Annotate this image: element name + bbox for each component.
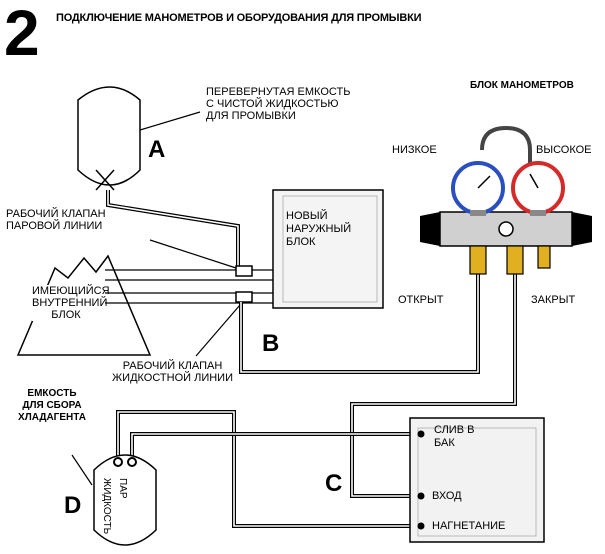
closed-label: ЗАКРЫТ [531, 294, 576, 306]
liquid-label: ЖИДКОСТЬ [101, 478, 112, 535]
flush-tank-label-line: ПЕРЕВЕРНУТАЯ ЕМКОСТЬ [206, 86, 351, 98]
discharge-label: НАГНЕТАНИЕ [432, 520, 506, 532]
drain-label: СЛИВ В БАК [434, 424, 474, 450]
flush-tank-label: ПЕРЕВЕРНУТАЯ ЕМКОСТЬ С ЧИСТОЙ ЖИДКОСТЬЮ … [206, 86, 350, 122]
step-number: 2 [4, 0, 40, 69]
flush-tank-label-line: С ЧИСТОЙ ЖИДКОСТЬЮ [206, 98, 339, 110]
low-label: НИЗКОЕ [392, 144, 437, 156]
new-outdoor-unit-label: НОВЫЙ НАРУЖНЫЙ БЛОК [286, 210, 351, 249]
vapor-valve-label-line: РАБОЧИЙ КЛАПАН [6, 208, 106, 220]
letter-b: B [262, 330, 280, 357]
vapor-valve-label: РАБОЧИЙ КЛАПАН ПАРОВОЙ ЛИНИИ [6, 208, 106, 232]
new-outdoor-unit-label-line: НАРУЖНЫЙ [286, 223, 352, 235]
inlet-label: ВХОД [432, 490, 462, 502]
indoor-unit-label: ИМЕЮЩИЙСЯ ВНУТРЕННИЙ БЛОК [32, 285, 110, 321]
indoor-unit-label-line: ВНУТРЕННИЙ [32, 297, 108, 309]
gauge-manifold [420, 125, 592, 275]
indoor-unit-label-line: ИМЕЮЩИЙСЯ [32, 285, 110, 297]
flush-tank-label-line: ДЛЯ ПРОМЫВКИ [206, 110, 296, 122]
recovery-tank-label-line: ХЛАДАГЕНТА [18, 412, 86, 423]
high-label: ВЫСОКОЕ [536, 144, 592, 156]
liquid-valve-label: РАБОЧИЙ КЛАПАН ЖИДКОСТНОЙ ЛИНИИ [112, 360, 233, 384]
liquid-valve-label-line: РАБОЧИЙ КЛАПАН [122, 360, 223, 372]
letter-a: A [148, 136, 166, 163]
indoor-unit-label-line: БЛОК [51, 309, 81, 321]
vapor-label: ПАР [117, 478, 128, 499]
new-outdoor-unit-label-line: НОВЫЙ [286, 210, 328, 222]
recovery-tank-label: ЕМКОСТЬ ДЛЯ СБОРА ХЛАДАГЕНТА [8, 388, 96, 424]
letter-d: D [64, 492, 82, 519]
drain-label-line: СЛИВ В [434, 424, 475, 436]
diagram-title: ПОДКЛЮЧЕНИЕ МАНОМЕТРОВ И ОБОРУДОВАНИЯ ДЛ… [56, 12, 422, 24]
drain-label-line: БАК [434, 437, 455, 449]
vapor-valve-label-line: ПАРОВОЙ ЛИНИИ [6, 220, 103, 232]
recovery-tank [93, 454, 157, 546]
gauge-block-label: БЛОК МАНОМЕТРОВ [470, 80, 574, 91]
open-label: ОТКРЫТ [398, 294, 444, 306]
recovery-tank-label-line: ДЛЯ СБОРА [22, 400, 82, 411]
recovery-tank-label-line: ЕМКОСТЬ [27, 388, 77, 399]
new-outdoor-unit-label-line: БЛОК [286, 236, 316, 248]
flush-tank [77, 86, 141, 191]
letter-c: C [325, 470, 343, 497]
liquid-valve-label-line: ЖИДКОСТНОЙ ЛИНИИ [112, 372, 233, 384]
